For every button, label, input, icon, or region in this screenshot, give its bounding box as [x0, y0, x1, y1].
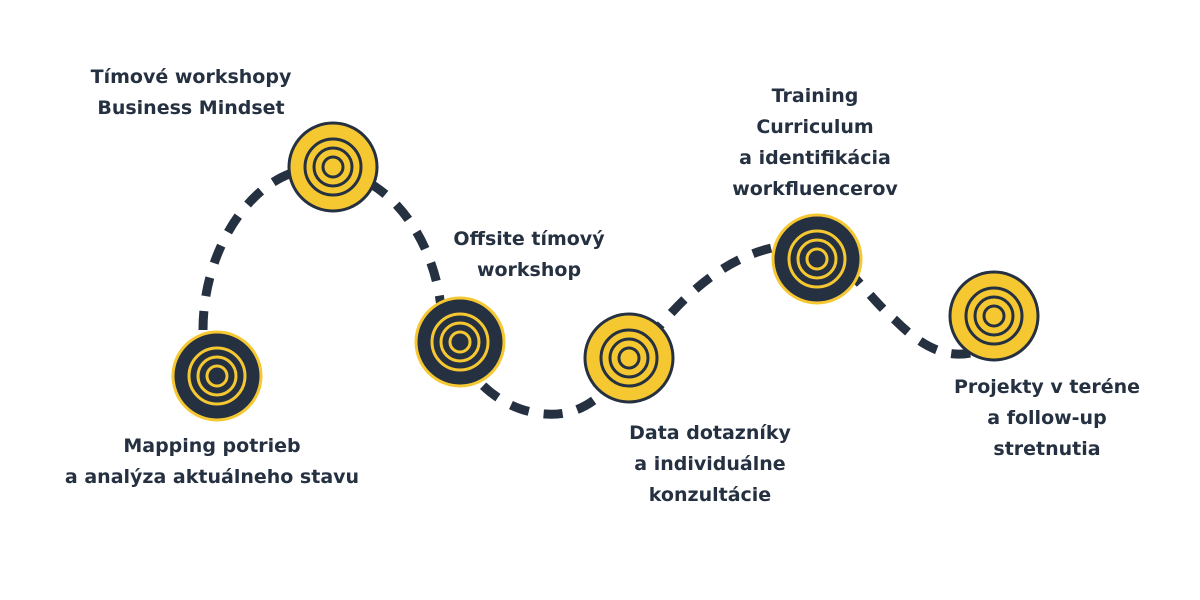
step-label-line: a identifikácia: [739, 147, 891, 169]
step-label-line: stretnutia: [993, 438, 1101, 460]
marker-ring: [805, 247, 829, 271]
step-label-line: Business Mindset: [97, 97, 285, 119]
target-marker-dark-icon: [771, 213, 863, 305]
marker-ring: [439, 321, 481, 363]
marker-disc: [287, 121, 379, 213]
step-label-line: workshop: [476, 259, 582, 281]
step-label-line: Mapping potrieb: [123, 435, 301, 457]
step-label-data: Data dotazníky a individuálne konzultáci…: [629, 418, 791, 511]
marker-disc: [171, 330, 263, 422]
marker-ring: [599, 328, 659, 388]
step-label-line: Tímové workshopy: [90, 66, 292, 88]
marker-ring: [787, 229, 847, 289]
marker-ring: [982, 304, 1006, 328]
marker-ring: [321, 155, 345, 179]
target-marker-dark-icon: [171, 330, 263, 422]
marker-ring: [608, 337, 650, 379]
marker-ring: [448, 330, 472, 354]
target-marker-yellow-icon: [583, 312, 675, 404]
marker-ring: [973, 295, 1015, 337]
step-label-projekty: Projekty v teréne a follow-up stretnutia: [954, 372, 1140, 465]
marker-ring: [312, 146, 354, 188]
marker-ring: [303, 137, 363, 197]
target-marker-dark-icon: [414, 296, 506, 388]
step-label-line: a analýza aktuálneho stavu: [64, 466, 360, 488]
marker-disc: [948, 270, 1040, 362]
step-label-line: Curriculum: [756, 116, 874, 138]
step-label-mapping: Mapping potrieb a analýza aktuálneho sta…: [65, 431, 359, 493]
step-label-training: Training Curriculum a identifikácia work…: [732, 81, 898, 205]
step-label-offsite: Offsite tímový workshop: [453, 224, 604, 286]
target-marker-yellow-icon: [287, 121, 379, 213]
marker-ring: [196, 355, 238, 397]
marker-ring: [430, 312, 490, 372]
step-label-line: a individuálne: [634, 453, 786, 475]
step-label-line: Data dotazníky: [629, 422, 791, 444]
step-label-workshopy: Tímové workshopy Business Mindset: [91, 62, 292, 124]
marker-ring: [964, 286, 1024, 346]
step-label-line: Offsite tímový: [453, 228, 605, 250]
marker-ring: [187, 346, 247, 406]
step-label-line: a follow-up: [987, 407, 1107, 429]
marker-ring: [796, 238, 838, 280]
step-label-line: workfluencerov: [732, 178, 898, 200]
marker-disc: [583, 312, 675, 404]
step-label-line: Projekty v teréne: [953, 376, 1141, 398]
step-label-line: konzultácie: [648, 484, 772, 506]
marker-ring: [205, 364, 229, 388]
step-label-line: Training: [771, 85, 859, 107]
marker-ring: [617, 346, 641, 370]
marker-disc: [771, 213, 863, 305]
target-marker-yellow-icon: [948, 270, 1040, 362]
marker-disc: [414, 296, 506, 388]
